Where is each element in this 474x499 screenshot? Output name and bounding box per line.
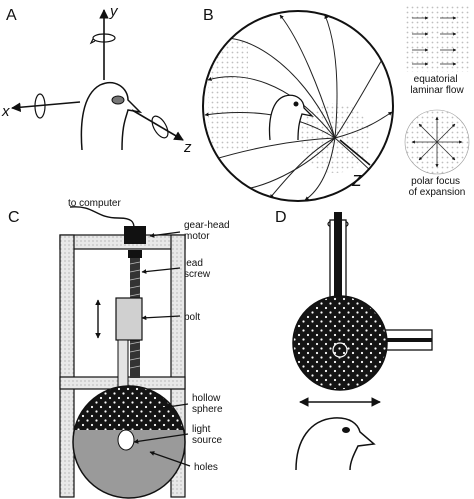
x-axis-label: x (1, 103, 10, 120)
d-light-source (332, 342, 348, 358)
hollow-sphere (72, 385, 186, 499)
optic-flow-lines (204, 14, 393, 201)
frame-left-post (59, 234, 75, 498)
b-z-axis-label: z (351, 169, 362, 191)
light-source-bulb (117, 429, 135, 451)
panel-d: D (275, 209, 433, 471)
motor-coupling (128, 250, 142, 258)
panel-c: C (8, 198, 230, 499)
laminar-inset (405, 6, 469, 72)
bolt-block (115, 297, 143, 341)
flow-sphere (202, 10, 394, 202)
panel-a: A y x z (1, 3, 192, 156)
z-rotation-icon (151, 115, 169, 139)
d-sphere (292, 295, 388, 391)
computer-cable (69, 206, 135, 229)
x-rotation-icon (34, 93, 46, 119)
lead-screw-threads (129, 261, 141, 369)
y-rotation-arrowhead (89, 38, 96, 45)
pigeon-head-b (268, 94, 314, 141)
pigeon-head-d (295, 417, 376, 471)
panel-a-letter: A (6, 7, 17, 24)
panel-b: B (202, 6, 470, 202)
d-support-rod-core (334, 212, 342, 304)
pigeon-eye-b (293, 101, 299, 107)
b-z-axis-line (339, 139, 371, 166)
y-rotation-icon (92, 33, 116, 43)
frame-top-bar (59, 234, 186, 250)
laminar-inset-arrows (412, 16, 457, 66)
z-axis-line (131, 109, 184, 141)
label-holes: holes (194, 462, 218, 473)
label-to-computer: to computer (68, 198, 121, 209)
y-axis-label: y (109, 3, 119, 20)
panel-b-letter: B (203, 7, 214, 24)
label-bolt: bolt (184, 312, 200, 323)
pigeon-eye-a (111, 95, 125, 105)
panel-c-letter: C (8, 209, 20, 226)
x-axis-line (11, 101, 81, 113)
expansion-inset-arrows (411, 116, 463, 168)
expansion-inset-label: polar focus of expansion (409, 176, 466, 198)
panel-d-letter: D (275, 209, 287, 226)
c-leader-lines (133, 231, 191, 467)
gear-head-motor (124, 226, 146, 244)
laminar-dot-field (208, 40, 248, 150)
z-axis-label: z (183, 139, 192, 156)
laminar-inset-label: equatorial laminar flow (410, 74, 464, 96)
pigeon-eye-d (342, 427, 350, 433)
pigeon-head-a (80, 81, 143, 151)
